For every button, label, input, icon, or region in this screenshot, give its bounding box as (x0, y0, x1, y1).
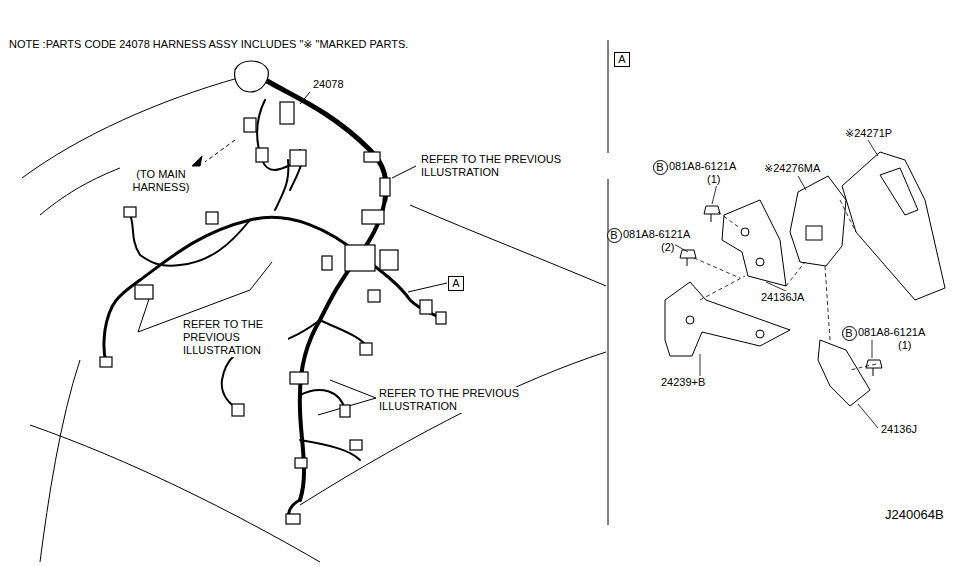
node-letter: B (845, 327, 852, 339)
connector (350, 440, 362, 450)
body-line (40, 168, 120, 215)
callout-number: 081A8-6121A (622, 228, 691, 241)
bolt-hole (756, 330, 764, 338)
circled-letter: B (842, 326, 857, 341)
connector (280, 102, 294, 124)
node-letter: A (618, 53, 625, 65)
connector (290, 372, 308, 384)
connector (244, 118, 256, 132)
arrow-head (192, 156, 202, 166)
bolt-hole (741, 228, 749, 236)
connector (290, 150, 306, 166)
bracket-24136j (818, 340, 870, 406)
callout-number: 24239+B (660, 376, 706, 389)
connector (124, 207, 136, 217)
bracket-24271p (842, 152, 945, 300)
callout-number: ※24271P (844, 127, 893, 140)
body-line (40, 360, 80, 562)
connector (420, 300, 432, 314)
note-text: (TO MAIN HARNESS) (120, 168, 202, 194)
node-letter: A (452, 277, 459, 289)
bracket-24276ma (790, 176, 846, 266)
bolt-hole (756, 258, 764, 266)
bolt-hole (686, 316, 694, 324)
boxed-letter: A (448, 276, 463, 291)
callout-number: J240064B (884, 508, 945, 521)
connector (364, 152, 380, 162)
connector (295, 458, 307, 468)
note-text: REFER TO THE PREVIOUS ILLUSTRATION (182, 318, 288, 357)
connector (322, 256, 332, 270)
harness-trunk (300, 200, 385, 500)
callout-number: (1) (706, 173, 721, 186)
node-letter: B (610, 229, 617, 241)
connector (362, 210, 384, 224)
connector (232, 404, 244, 416)
callout-number: 24136JA (760, 291, 805, 304)
connector (206, 212, 218, 224)
body-line (22, 78, 238, 178)
callout-number: 081A8-6121A (857, 326, 926, 339)
panel-divider (608, 40, 609, 525)
body-line (300, 352, 606, 505)
bolt (866, 360, 882, 376)
callout-number: 24136J (880, 423, 918, 436)
harness-branch (130, 215, 250, 266)
bolt (704, 206, 720, 222)
note-text: NOTE :PARTS CODE 24078 HARNESS ASSY INCL… (8, 38, 409, 51)
body-line (30, 425, 320, 562)
connector (368, 290, 380, 302)
note-text: REFER TO THE PREVIOUS ILLUSTRATION (420, 153, 612, 179)
connector (135, 285, 153, 299)
leader-line (205, 140, 235, 162)
callout-number: (2) (660, 241, 675, 254)
connector (360, 343, 372, 355)
leader-line (408, 283, 447, 292)
callout-number: (1) (897, 339, 912, 352)
bracket-24136ja (722, 200, 786, 286)
relay-box (345, 245, 375, 271)
note-text: REFER TO THE PREVIOUS ILLUSTRATION (378, 387, 570, 413)
connector (340, 405, 350, 417)
grommet (235, 61, 269, 92)
circled-letter: B (653, 160, 668, 175)
node-letter: B (656, 161, 663, 173)
connector (256, 148, 268, 162)
bolt (680, 250, 696, 266)
connector (286, 514, 300, 524)
harness-trunk (262, 78, 386, 200)
callout-number: 24078 (312, 78, 345, 91)
circled-letter: B (607, 228, 622, 243)
callout-number: ※24276MA (763, 162, 821, 175)
connector (380, 250, 398, 270)
callout-number: 081A8-6121A (668, 160, 737, 173)
connector (380, 178, 390, 196)
leader-line (392, 166, 416, 178)
bracket-detail (806, 226, 822, 240)
assembly-line (694, 200, 876, 370)
connector (100, 357, 112, 367)
body-line (410, 205, 606, 286)
bracket-detail (880, 168, 918, 215)
connector (436, 312, 446, 324)
boxed-letter: A (614, 52, 629, 67)
